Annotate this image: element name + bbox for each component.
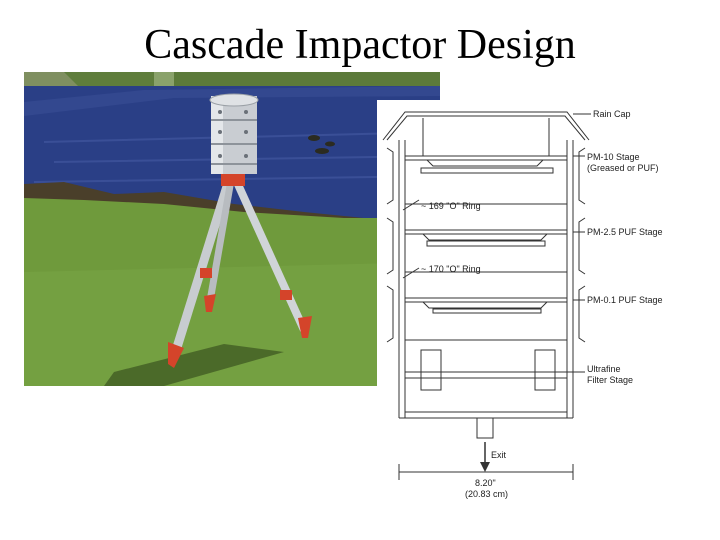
rain-cap-label: Rain Cap xyxy=(593,109,631,119)
pm10-stage-label: PM-10 Stage xyxy=(587,152,640,162)
impactor-photo xyxy=(24,72,440,386)
dimension-inches-label: 8.20" xyxy=(475,478,496,488)
exit-arrow xyxy=(480,442,490,472)
dimension-cm-label: (20.83 cm) xyxy=(465,489,508,499)
exit-label: Exit xyxy=(491,450,507,460)
o-ring-169-label: ~ 169 "O" Ring xyxy=(421,201,481,211)
duck xyxy=(308,135,320,141)
tripod xyxy=(168,172,312,368)
cross-section-svg: Rain Cap PM-10 Stage (Greased or PUF) ~ … xyxy=(377,100,720,540)
slide-title: Cascade Impactor Design xyxy=(144,22,576,68)
pm10-plate xyxy=(405,155,567,161)
o-ring-170-label: ~ 170 "O" Ring xyxy=(421,264,481,274)
impactor-cross-section-diagram: Rain Cap PM-10 Stage (Greased or PUF) ~ … xyxy=(377,100,720,540)
impactor-on-tripod-photo xyxy=(24,72,440,386)
ultrafine-sublabel: Filter Stage xyxy=(587,375,633,385)
pm10-stage-sublabel: (Greased or PUF) xyxy=(587,163,659,173)
duck xyxy=(325,141,335,147)
impactor-housing xyxy=(209,93,259,174)
pm25-plate xyxy=(405,229,567,235)
ultrafine-filter-left xyxy=(420,349,442,391)
pm01-stage-label: PM-0.1 PUF Stage xyxy=(587,295,663,305)
duck xyxy=(315,148,329,154)
pm25-stage-label: PM-2.5 PUF Stage xyxy=(587,227,663,237)
pm01-plate xyxy=(405,297,567,303)
exit-pipe xyxy=(476,417,494,439)
rain-cap-outline xyxy=(382,111,590,141)
ultrafine-label: Ultrafine xyxy=(587,364,621,374)
ultrafine-filter-right xyxy=(534,349,556,391)
